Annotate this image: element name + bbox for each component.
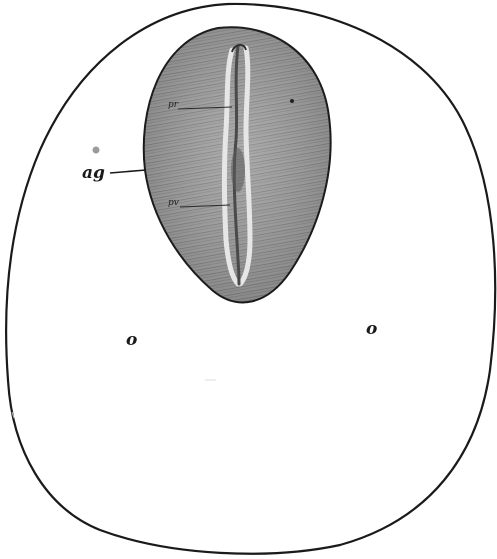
right-marker: o [366, 319, 377, 339]
area-dot [290, 99, 294, 103]
lower-label: pv [168, 198, 179, 208]
ag-dot [93, 147, 100, 154]
area-label: ag [82, 163, 105, 183]
left-marker: o [126, 330, 137, 350]
upper-label: pr [168, 100, 179, 110]
